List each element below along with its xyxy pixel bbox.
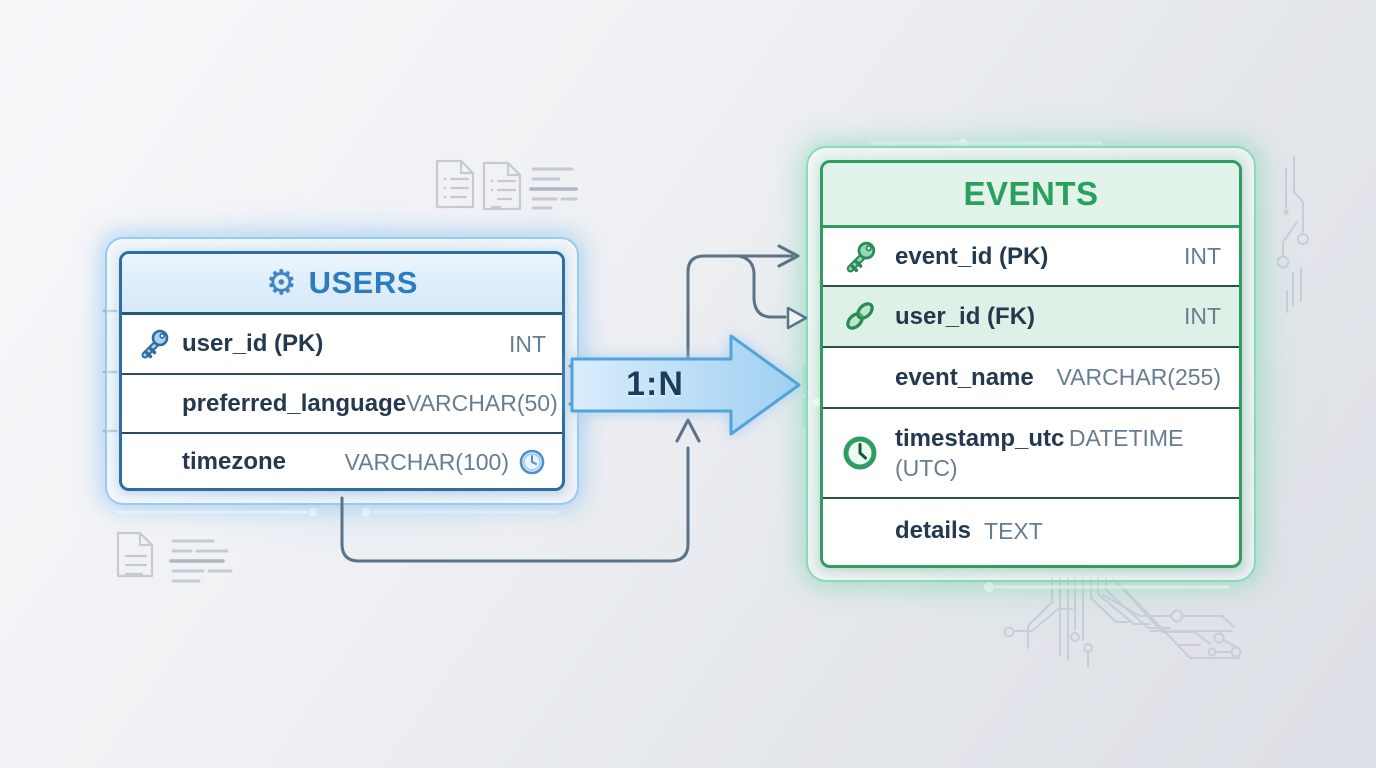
- arrowhead-icon: [675, 418, 701, 443]
- users-table: ⚙ USERS user_i: [105, 237, 579, 505]
- table-row: details TEXT: [823, 499, 1239, 563]
- hollow-arrowhead-icon: [786, 306, 808, 330]
- notes-lines: [169, 539, 233, 583]
- table-row: preferred_language VARCHAR(50): [122, 375, 562, 434]
- events-table-header: EVENTS: [823, 163, 1239, 228]
- notes-lines: [529, 167, 578, 210]
- users-card: ⚙ USERS user_i: [119, 251, 565, 491]
- column-type: INT: [1183, 303, 1221, 329]
- column-type: VARCHAR(100): [344, 448, 509, 475]
- column-type: TEXT: [984, 517, 1043, 544]
- gear-icon: ⚙: [266, 263, 297, 303]
- column-name: timezone: [182, 448, 287, 475]
- column-type: VARCHAR(255): [1056, 364, 1221, 390]
- column-name: event_name: [895, 363, 1034, 391]
- column-name: user_id (FK): [895, 302, 1036, 330]
- column-type: INT: [508, 330, 546, 357]
- table-title: USERS: [308, 265, 418, 300]
- table-row: event_name VARCHAR(255): [823, 348, 1239, 409]
- users-table-header: ⚙ USERS: [122, 254, 562, 315]
- circuit-trace: [1003, 577, 1242, 667]
- column-name: event_id (PK): [895, 242, 1049, 270]
- table-row: user_id (PK) INT: [122, 315, 562, 375]
- table-title: EVENTS: [963, 175, 1099, 212]
- document-icon: [116, 531, 154, 578]
- column-name: preferred_language: [182, 389, 407, 417]
- table-row: event_id (PK) INT: [823, 228, 1239, 287]
- column-name: user_id (PK): [182, 330, 324, 357]
- column-name: details: [895, 517, 972, 544]
- arrowhead-icon: [777, 244, 800, 268]
- relationship-label: 1:N: [626, 365, 684, 403]
- events-table: EVENTS event_id (PK): [806, 146, 1256, 582]
- column-type: INT: [1183, 243, 1221, 269]
- table-row: timestamp_utc DATETIME (UTC): [823, 409, 1239, 499]
- document-icon: [482, 161, 522, 211]
- key-icon: [846, 241, 876, 272]
- column-name: timestamp_utc: [895, 425, 1065, 453]
- table-row-highlighted: user_id (FK) INT: [823, 287, 1239, 348]
- clock-icon: [843, 436, 877, 470]
- events-card: EVENTS event_id (PK): [820, 160, 1242, 568]
- circuit-trace: [1276, 155, 1309, 313]
- column-type: DATETIME (UTC): [895, 425, 1184, 481]
- key-icon: [141, 329, 169, 359]
- column-type: VARCHAR(50): [406, 390, 558, 416]
- clock-icon: [519, 449, 545, 475]
- table-row: timezone VARCHAR(100): [122, 434, 562, 488]
- link-icon: [846, 301, 874, 330]
- document-icon: [435, 159, 475, 209]
